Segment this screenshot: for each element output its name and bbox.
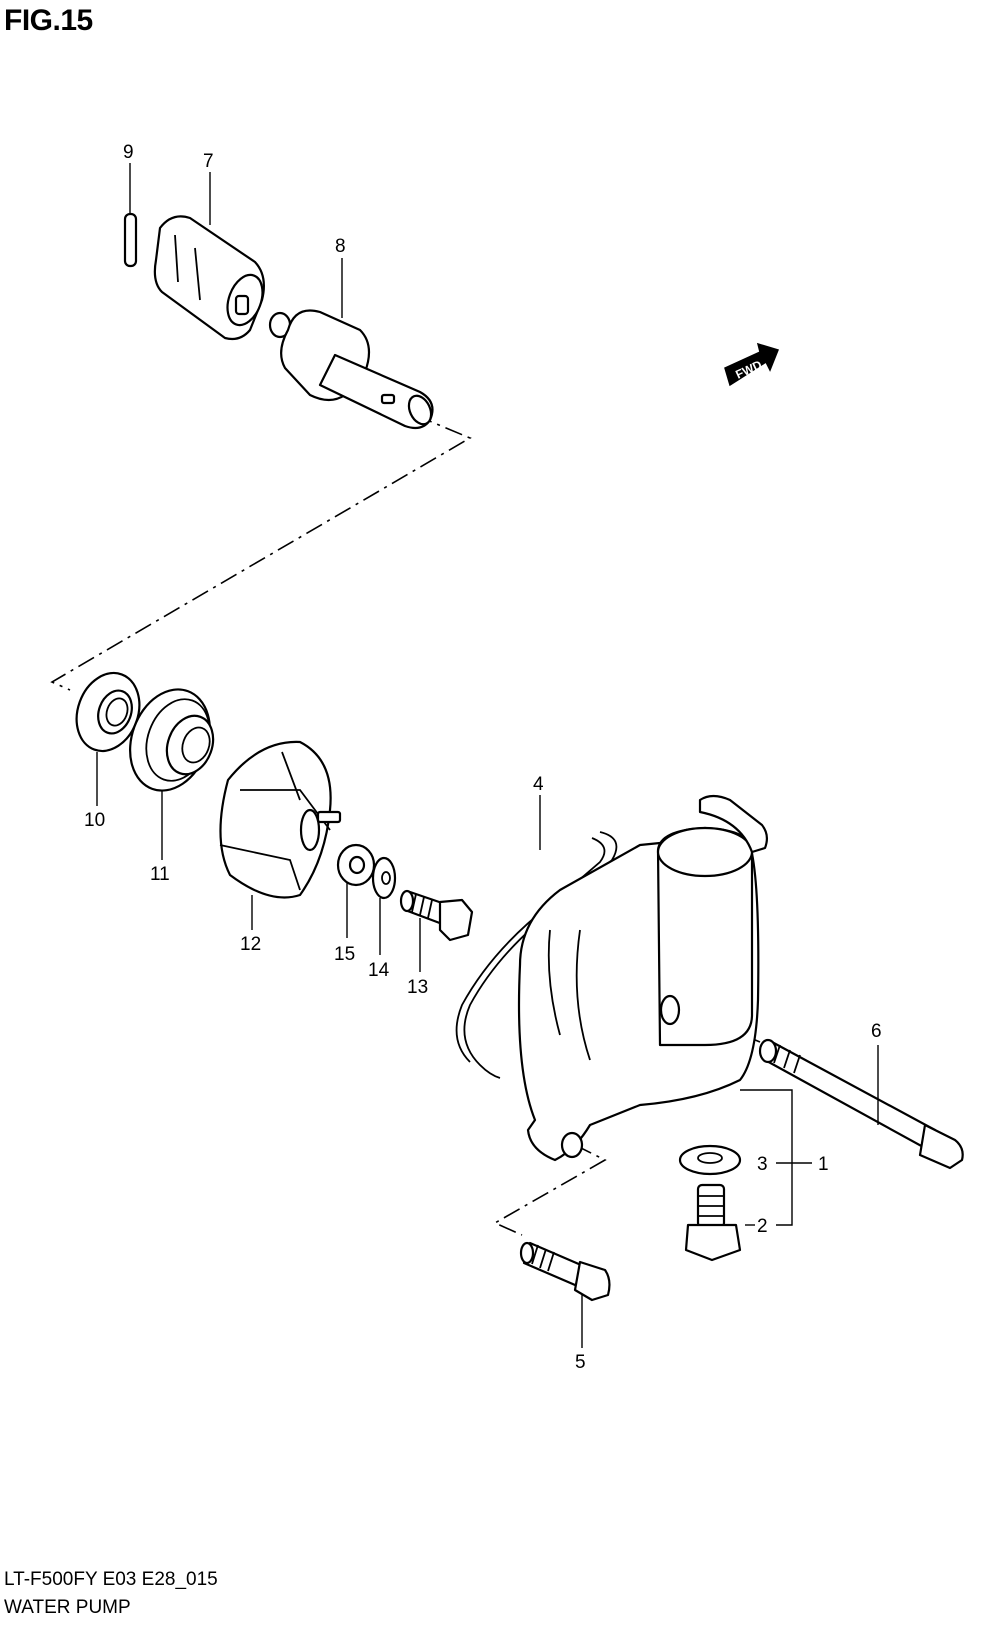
callout-1: 1	[818, 1154, 829, 1175]
coupling-part-7	[153, 215, 265, 341]
callout-6: 6	[871, 1021, 882, 1042]
drain-bolt-part-2	[684, 1183, 742, 1262]
leader-1	[740, 1089, 793, 1226]
washer-part-3	[678, 1144, 742, 1176]
callout-11: 11	[150, 864, 170, 885]
water-pump-cover-part-1	[517, 794, 769, 1162]
callout-3: 3	[757, 1154, 768, 1175]
diagram-code: LT-F500FY E03 E28_015	[4, 1569, 218, 1590]
assembly-line-shaft	[50, 414, 472, 691]
callout-15: 15	[334, 944, 355, 965]
bolt-part-5	[519, 1241, 611, 1302]
callout-10: 10	[84, 810, 105, 831]
diagram-name: WATER PUMP	[4, 1597, 131, 1618]
long-bolt-part-6	[758, 1038, 964, 1170]
callout-13: 13	[407, 977, 428, 998]
figure-title: FIG.15	[4, 4, 93, 37]
bolt-part-13	[399, 889, 474, 942]
fwd-label: FWD	[733, 357, 764, 381]
callout-5: 5	[575, 1352, 586, 1373]
callout-7: 7	[203, 151, 214, 172]
callout-9: 9	[123, 142, 134, 163]
gasket-part-4	[455, 831, 618, 1079]
washer-part-14	[371, 856, 397, 900]
forward-direction-arrow: FWD	[724, 342, 780, 387]
callout-2: 2	[757, 1216, 768, 1237]
impeller-part-12	[219, 740, 342, 899]
oil-seal-part-10	[75, 671, 141, 753]
callout-12: 12	[240, 934, 261, 955]
shaft-part-8	[268, 309, 434, 430]
callout-8: 8	[335, 236, 346, 257]
callout-4: 4	[533, 774, 544, 795]
mechanical-seal-part-11	[129, 688, 215, 792]
assembly-line-bolt	[493, 1144, 607, 1236]
pin-part-9	[123, 212, 138, 268]
callout-14: 14	[368, 960, 390, 981]
washer-part-15	[336, 843, 376, 887]
